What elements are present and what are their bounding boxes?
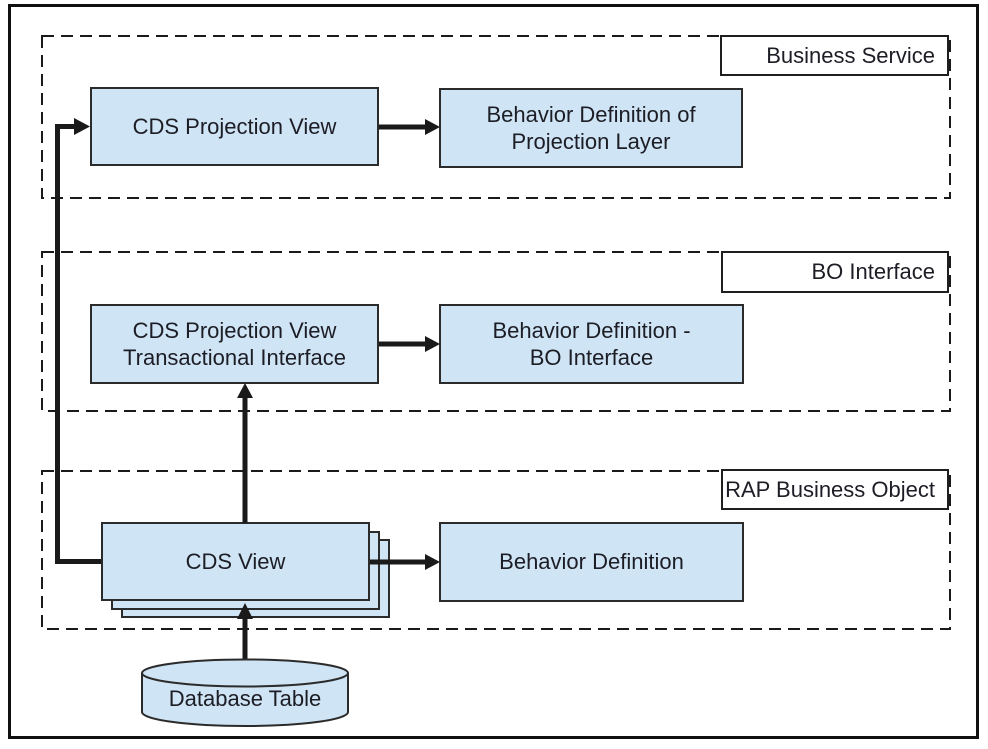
section-title-rap-business-object: RAP Business Object	[721, 469, 949, 510]
node-label: CDS Projection View	[132, 113, 337, 139]
node-label: Projection Layer	[511, 129, 671, 154]
node-behavior-definition-bo-interface: Behavior Definition - BO Interface	[439, 304, 744, 384]
node-label: Behavior Definition -	[492, 317, 691, 343]
database-label: Database Table	[168, 686, 322, 711]
database-table: Database Table	[142, 676, 348, 722]
node-behavior-definition-projection-layer: Behavior Definition of Projection Layer	[439, 88, 743, 168]
node-label: Behavior Definition	[499, 549, 684, 575]
diagram-frame	[8, 4, 979, 739]
node-label: BO Interface	[529, 345, 654, 370]
section-title-text: RAP Business Object	[725, 476, 935, 502]
node-behavior-definition: Behavior Definition	[439, 522, 744, 602]
node-cds-view: CDS View	[101, 522, 370, 601]
node-label: CDS View	[185, 548, 286, 574]
node-label: Transactional Interface	[123, 345, 346, 370]
node-label: Behavior Definition of	[486, 101, 696, 127]
section-title-bo-interface: BO Interface	[721, 251, 949, 293]
section-title-business-service: Business Service	[720, 35, 949, 76]
node-label: CDS Projection View	[132, 317, 337, 343]
node-cds-projection-view-transactional-interface: CDS Projection View Transactional Interf…	[90, 304, 379, 384]
section-title-text: Business Service	[766, 42, 935, 68]
section-title-text: BO Interface	[811, 259, 935, 284]
node-cds-projection-view: CDS Projection View	[90, 87, 379, 166]
